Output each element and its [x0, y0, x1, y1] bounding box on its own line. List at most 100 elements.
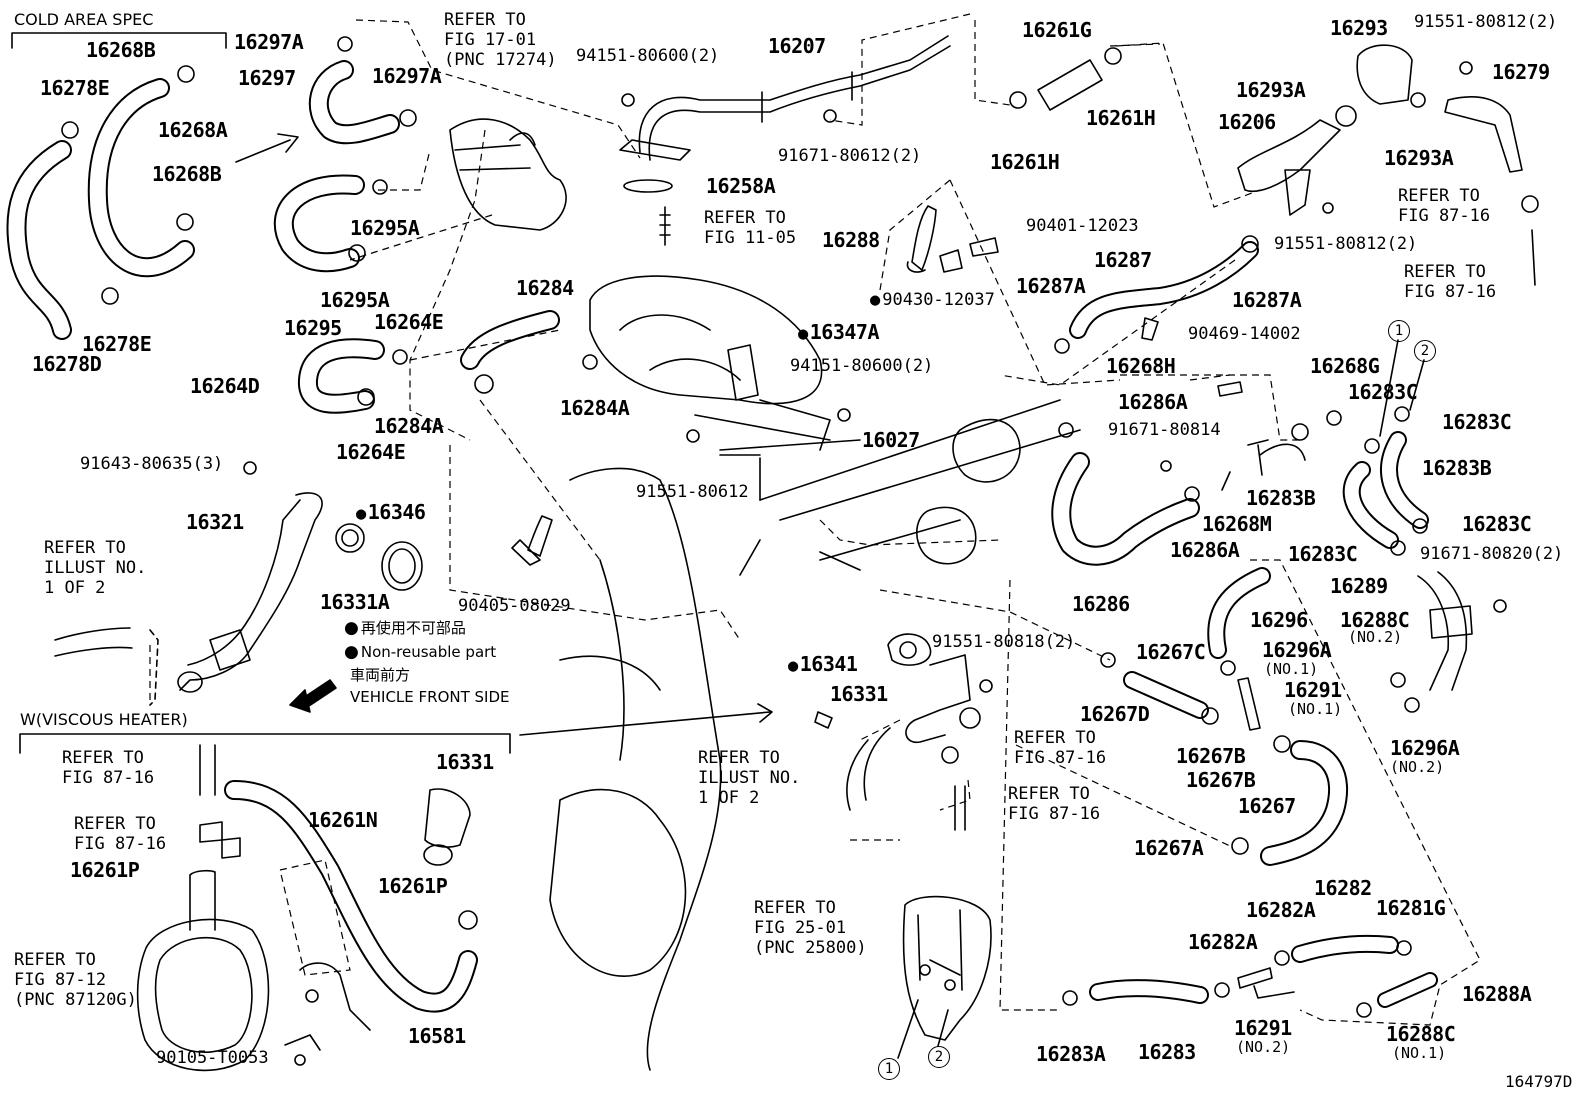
part-label[interactable]: 16282A — [1188, 930, 1258, 954]
part-label[interactable]: 16261G — [1022, 18, 1092, 42]
part-label[interactable]: 16286A — [1170, 538, 1240, 562]
part-label[interactable]: 91551-80812(2) — [1414, 12, 1558, 32]
part-label[interactable]: 16267C — [1136, 640, 1206, 664]
refer-fig-87-16-c[interactable]: REFER TO FIG 87-16 — [62, 748, 155, 788]
part-label[interactable]: 16288 — [822, 228, 880, 252]
refer-fig-11-05[interactable]: REFER TO FIG 11-05 — [704, 208, 797, 248]
part-label[interactable]: 16268B — [86, 38, 156, 62]
part-label[interactable]: 16283C — [1288, 542, 1358, 566]
part-label[interactable]: 16261N — [308, 808, 378, 832]
part-label[interactable]: 16286A — [1118, 390, 1188, 414]
part-label[interactable]: 16288A — [1462, 982, 1532, 1006]
part-label[interactable]: 16295A — [320, 288, 390, 312]
part-label[interactable]: 16207 — [768, 34, 826, 58]
part-label[interactable]: 91671-80820(2) — [1420, 544, 1564, 564]
part-label[interactable]: 16296A — [1262, 638, 1332, 662]
part-label[interactable]: 16287A — [1016, 274, 1086, 298]
part-label[interactable]: 16283B — [1246, 486, 1316, 510]
part-label[interactable]: 91551-80812(2) — [1274, 234, 1418, 254]
part-label[interactable]: 16295 — [284, 316, 342, 340]
part-label[interactable]: 16297 — [238, 66, 296, 90]
part-label[interactable]: 90469-14002 — [1188, 324, 1301, 344]
part-label[interactable]: 94151-80600(2) — [576, 46, 720, 66]
part-label[interactable]: 16268B — [152, 162, 222, 186]
part-label[interactable]: 90401-12023 — [1026, 216, 1139, 236]
part-label[interactable]: 16293A — [1236, 78, 1306, 102]
part-label[interactable]: 16261P — [70, 858, 140, 882]
part-label[interactable]: 16283C — [1348, 380, 1418, 404]
part-label[interactable]: 16268A — [158, 118, 228, 142]
part-label[interactable]: 94151-80600(2) — [790, 356, 934, 376]
part-label[interactable]: 16286 — [1072, 592, 1130, 616]
refer-fig-87-16-d[interactable]: REFER TO FIG 87-16 — [74, 814, 167, 854]
refer-fig-17-01[interactable]: REFER TO FIG 17-01 (PNC 17274) — [444, 10, 557, 70]
part-label[interactable]: 90405-08029 — [458, 596, 571, 616]
part-label[interactable]: 16288C — [1386, 1022, 1456, 1046]
part-label[interactable]: 16287A — [1232, 288, 1302, 312]
part-label[interactable]: 16297A — [234, 30, 304, 54]
part-label[interactable]: 16283B — [1422, 456, 1492, 480]
part-label[interactable]: 16268G — [1310, 354, 1380, 378]
part-label[interactable]: 91551-80818(2) — [932, 632, 1076, 652]
refer-fig-87-16-b[interactable]: REFER TO FIG 87-16 — [1404, 262, 1497, 302]
part-label[interactable]: 16027 — [862, 428, 920, 452]
part-label[interactable]: 16264E — [336, 440, 406, 464]
part-label[interactable]: 16297A — [372, 64, 442, 88]
part-label[interactable]: 16268H — [1106, 354, 1176, 378]
part-label[interactable]: 16279 — [1492, 60, 1550, 84]
part-label[interactable]: 16296A — [1390, 736, 1460, 760]
refer-fig-87-12[interactable]: REFER TO FIG 87-12 (PNC 87120G) — [14, 950, 137, 1010]
part-label[interactable]: 16283A — [1036, 1042, 1106, 1066]
part-label[interactable]: 91671-80814 — [1108, 420, 1221, 440]
refer-fig-25-01[interactable]: REFER TO FIG 25-01 (PNC 25800) — [754, 898, 867, 958]
part-label[interactable]: 16267D — [1080, 702, 1150, 726]
part-label[interactable]: 16289 — [1330, 574, 1388, 598]
part-label[interactable]: 16287 — [1094, 248, 1152, 272]
part-label[interactable]: 16278D — [32, 352, 102, 376]
part-label[interactable]: 16284A — [374, 414, 444, 438]
refer-illust-1-of-2-a[interactable]: REFER TO ILLUST NO. 1 OF 2 — [44, 538, 147, 598]
part-label[interactable]: 16291 — [1284, 678, 1342, 702]
part-label[interactable]: 16267B — [1176, 744, 1246, 768]
part-label[interactable]: 16278E — [82, 332, 152, 356]
part-label[interactable]: 16321 — [186, 510, 244, 534]
part-label[interactable]: 16258A — [706, 174, 776, 198]
part-label[interactable]: 16283 — [1138, 1040, 1196, 1064]
part-label[interactable]: 16284 — [516, 276, 574, 300]
part-label[interactable]: 16264D — [190, 374, 260, 398]
part-label[interactable]: 91671-80612(2) — [778, 146, 922, 166]
part-label[interactable]: 16267 — [1238, 794, 1296, 818]
part-label[interactable]: 16261H — [990, 150, 1060, 174]
part-label[interactable]: 16346 — [356, 502, 426, 523]
refer-fig-87-16-a[interactable]: REFER TO FIG 87-16 — [1398, 186, 1491, 226]
part-label[interactable]: 16206 — [1218, 110, 1276, 134]
part-label[interactable]: 90105-T0053 — [156, 1048, 269, 1068]
part-label[interactable]: 16288C — [1340, 608, 1410, 632]
part-label[interactable]: 16261H — [1086, 106, 1156, 130]
part-label[interactable]: 16264E — [374, 310, 444, 334]
part-label[interactable]: 16331 — [436, 750, 494, 774]
part-label[interactable]: 16291 — [1234, 1016, 1292, 1040]
part-label[interactable]: 91643-80635(3) — [80, 454, 224, 474]
part-label[interactable]: 16268M — [1202, 512, 1272, 536]
part-label[interactable]: 16295A — [350, 216, 420, 240]
part-label[interactable]: 16282A — [1246, 898, 1316, 922]
part-label[interactable]: 16331 — [830, 682, 888, 706]
part-label[interactable]: 16283C — [1442, 410, 1512, 434]
refer-fig-87-16-f[interactable]: REFER TO FIG 87-16 — [1008, 784, 1101, 824]
refer-illust-1-of-2-b[interactable]: REFER TO ILLUST NO. 1 OF 2 — [698, 748, 801, 808]
part-label[interactable]: 16293 — [1330, 16, 1388, 40]
part-label[interactable]: 16261P — [378, 874, 448, 898]
part-label[interactable]: 16296 — [1250, 608, 1308, 632]
refer-fig-87-16-e[interactable]: REFER TO FIG 87-16 — [1014, 728, 1107, 768]
part-label[interactable]: 16341 — [788, 654, 858, 675]
part-label[interactable]: 16581 — [408, 1024, 466, 1048]
part-label[interactable]: 16267A — [1134, 836, 1204, 860]
part-label[interactable]: 91551-80612 — [636, 482, 749, 502]
part-label[interactable]: 16283C — [1462, 512, 1532, 536]
part-label[interactable]: 16293A — [1384, 146, 1454, 170]
part-label[interactable]: 16281G — [1376, 896, 1446, 920]
part-label[interactable]: 16331A — [320, 590, 390, 614]
part-label[interactable]: 16282 — [1314, 876, 1372, 900]
part-label[interactable]: 90430-12037 — [870, 292, 995, 309]
